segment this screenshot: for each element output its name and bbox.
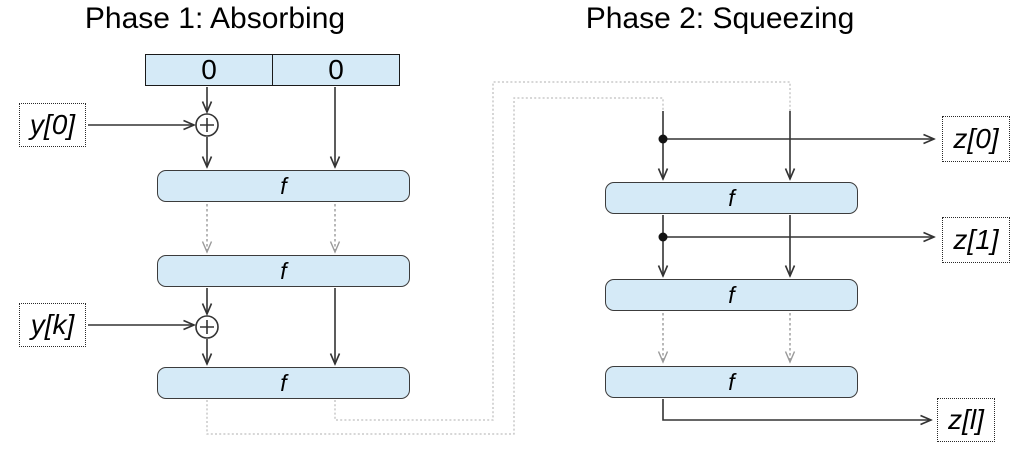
junction-dot-z0	[658, 134, 668, 144]
state-outer-cell: 0	[201, 54, 217, 85]
phase1-title: Phase 1: Absorbing	[84, 2, 346, 35]
squeeze-f-box-1: f	[605, 182, 858, 214]
route-rate-feedback-line	[206, 97, 664, 435]
phase2-title: Phase 2: Squeezing	[585, 2, 855, 35]
output-label-z0: z[0]	[942, 116, 1010, 162]
xor2-plus-icon	[200, 320, 214, 334]
absorb-f-box-2: f	[157, 255, 410, 287]
squeeze-f-box-3: f	[605, 366, 858, 398]
arrow-g3-to-zl	[662, 399, 931, 420]
initial-state-register: 0 0	[145, 54, 400, 86]
state-inner-cell: 0	[272, 54, 399, 85]
squeeze-f-box-2: f	[605, 279, 858, 311]
absorb-f-box-3: f	[157, 367, 410, 399]
junction-dot-z1	[658, 232, 668, 242]
input-label-yk: y[k]	[19, 303, 86, 347]
input-label-y0: y[0]	[19, 103, 86, 147]
xor1-plus-icon	[200, 118, 214, 132]
output-label-zl: z[l]	[937, 398, 995, 442]
output-label-z1: z[1]	[942, 217, 1010, 263]
absorb-f-box-1: f	[157, 170, 410, 202]
